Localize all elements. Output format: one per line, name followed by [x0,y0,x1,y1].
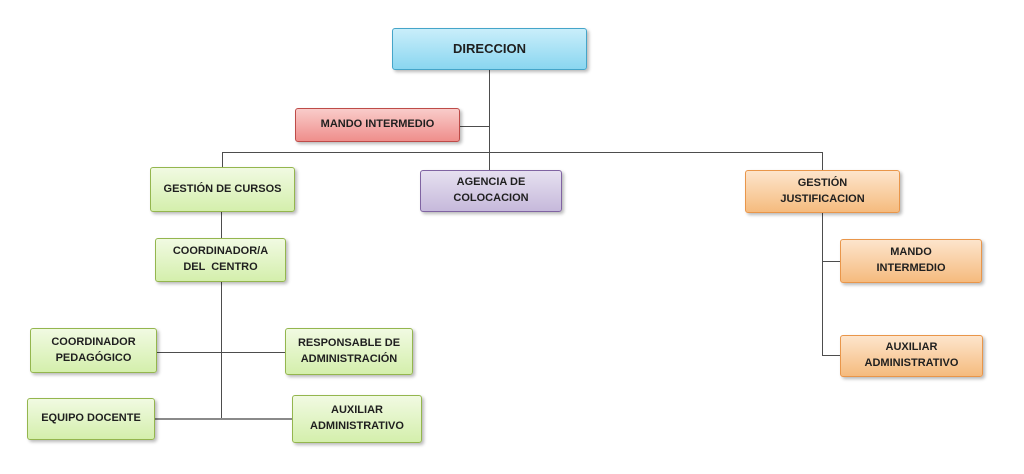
node-label: EQUIPO DOCENTE [41,412,141,425]
connector-row-docente-auxiliar [155,418,292,420]
connector-justificacion-vertical [822,213,823,356]
node-gestion-justificacion: GESTIÓN JUSTIFICACION [745,170,900,213]
connector-branch-mando-intermedio [822,261,840,262]
node-responsable-de-administracion: RESPONSABLE DE ADMINISTRACIÓN [285,328,413,375]
node-label: AGENCIA DE COLOCACION [453,176,529,204]
node-label: AUXILIAR ADMINISTRATIVO [864,341,959,369]
node-auxiliar-administrativo-justif: AUXILIAR ADMINISTRATIVO [840,335,983,377]
node-equipo-docente: EQUIPO DOCENTE [27,398,155,440]
node-label: AUXILIAR ADMINISTRATIVO [310,404,404,432]
connector-row-pedagogico-responsable [157,352,285,353]
node-mando-intermedio-staff: MANDO INTERMEDIO [295,108,460,142]
node-label: DIRECCION [453,40,526,56]
connector-coordinador-vertical [221,282,222,419]
connector-branch-auxiliar [822,355,840,356]
node-label: MANDO INTERMEDIO [876,246,946,274]
node-auxiliar-administrativo-cursos: AUXILIAR ADMINISTRATIVO [292,395,422,443]
node-label: COORDINADOR PEDAGÓGICO [51,335,136,364]
connector-drop-gestion-cursos [222,152,223,167]
node-agencia-de-colocacion: AGENCIA DE COLOCACION [420,170,562,212]
connector-mando-intermedio-link [460,126,490,127]
node-label: COORDINADOR/A DEL CENTRO [172,245,269,273]
connector-direccion-vertical [489,70,490,170]
node-label: RESPONSABLE DE ADMINISTRACIÓN [297,336,401,365]
node-direccion: DIRECCION [392,28,587,70]
node-label: MANDO INTERMEDIO [320,118,435,131]
node-label: GESTIÓN DE CURSOS [163,182,282,195]
node-label: GESTIÓN JUSTIFICACION [780,176,865,205]
node-coordinador-del-centro: COORDINADOR/A DEL CENTRO [155,238,286,282]
connector-cursos-coordinador [221,212,222,238]
connector-drop-gestion-justificacion [822,152,823,170]
connector-main-horizontal [222,152,823,153]
node-gestion-de-cursos: GESTIÓN DE CURSOS [150,167,295,212]
node-coordinador-pedagogico: COORDINADOR PEDAGÓGICO [30,328,157,373]
node-mando-intermedio-justificacion: MANDO INTERMEDIO [840,239,982,283]
